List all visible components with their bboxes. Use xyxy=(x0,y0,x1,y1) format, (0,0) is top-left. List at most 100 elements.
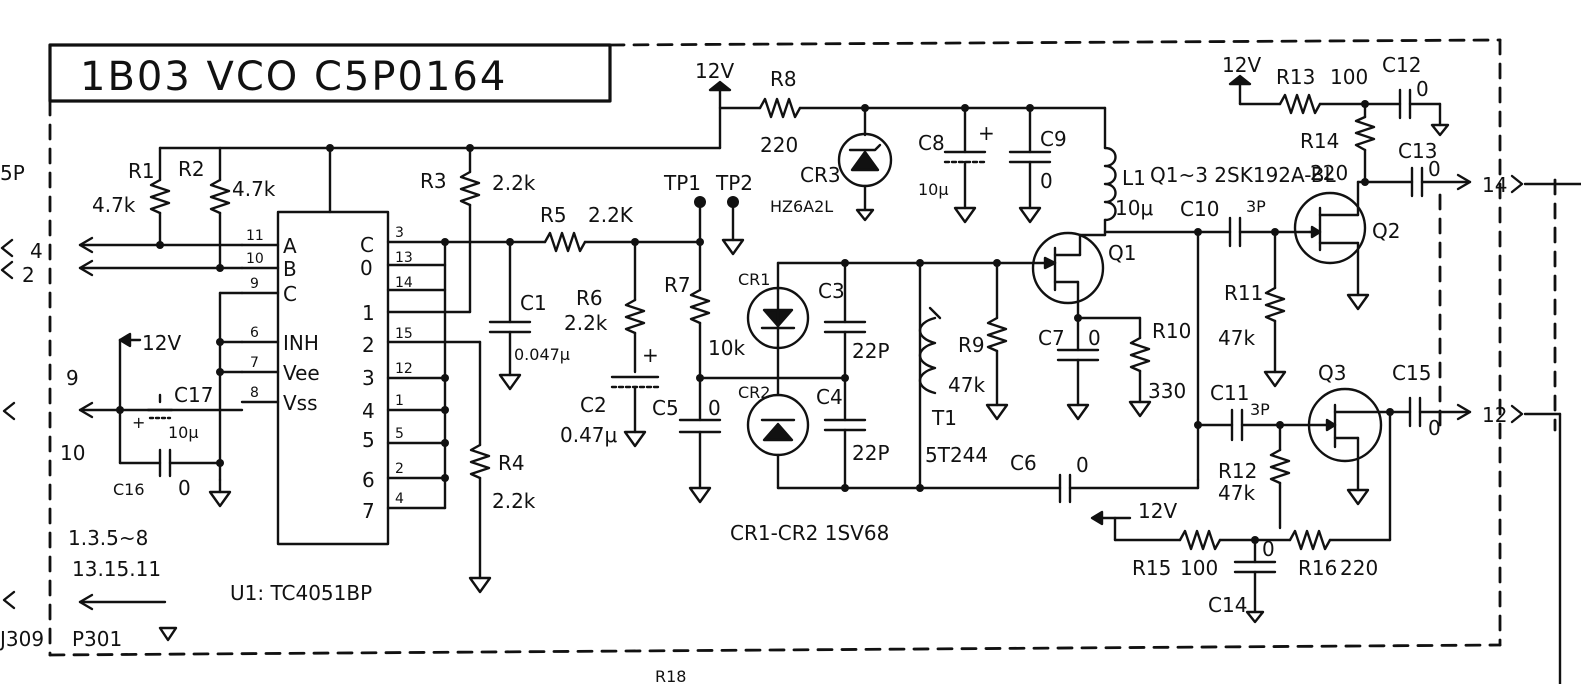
components-q1-ref-label: Q1 xyxy=(1108,241,1136,265)
components-r10-ref-label: R10 xyxy=(1152,319,1191,343)
components-c2-value-label: 0.47μ xyxy=(560,423,618,447)
components-c9-ref-label: C9 xyxy=(1040,127,1067,151)
connector-right_pins-1-label: 12 xyxy=(1482,403,1507,427)
connector-pin_list_2-label: 13.15.11 xyxy=(72,557,161,581)
supply-filter: 12V R8 220 CR3 HZ6A2L C8 + 10μ C9 xyxy=(695,59,1153,237)
components-c13-value-label: 0 xyxy=(1428,157,1441,181)
u1-label: U1: TC4051BP xyxy=(230,581,372,605)
components-c12-value-label: 0 xyxy=(1416,77,1429,101)
ic-right_pins-3-name-label: 2 xyxy=(362,333,375,357)
ic-right_pins-4-num-label: 12 xyxy=(395,361,413,377)
varactor-tank: CR1 CR2 C3 22P C4 22P CR1-CR2 1SV68 xyxy=(730,259,1062,545)
ic-right_pins-0-num-label: 3 xyxy=(395,225,404,241)
ic-left_pins-0-name-label: A xyxy=(283,234,297,258)
components-c14-value-label: 0 xyxy=(1262,537,1275,561)
module-boundary xyxy=(48,38,1557,657)
ic-left_pins-5-num-label: 8 xyxy=(250,385,259,401)
components-c13-ref-label: C13 xyxy=(1398,139,1437,163)
components-r2-value-label: 4.7k xyxy=(232,177,276,201)
components-r6-ref-label: R6 xyxy=(576,286,603,310)
components-cr3-ref-label: CR3 xyxy=(800,163,841,187)
connector-left_pins-2-label: 9 xyxy=(66,366,79,390)
components-l1-value-label: 10μ xyxy=(1115,196,1153,220)
components-r12-value-label: 47k xyxy=(1218,481,1255,505)
ic-left_pins-4-name-label: Vee xyxy=(283,361,320,385)
components-c6-ref-label: C6 xyxy=(1010,451,1037,475)
components-r1-ref-label: R1 xyxy=(128,159,155,183)
components-r4-ref-label: R4 xyxy=(498,451,525,475)
connector-ref-label: P301 xyxy=(72,627,122,651)
ic-right_pins-6-num-label: 5 xyxy=(395,426,404,442)
ic-right_pins-8-name-label: 7 xyxy=(362,499,375,523)
ic-right_pins-5-name-label: 4 xyxy=(362,399,375,423)
components-t1-ref-label: T1 xyxy=(931,406,957,430)
components-t1-value-label: 5T244 xyxy=(925,443,988,467)
components-r14-value-label: 220 xyxy=(1310,161,1348,185)
components-r13-ref-label: R13 xyxy=(1276,65,1315,89)
components-r11-ref-label: R11 xyxy=(1224,281,1263,305)
notes-plus-label: + xyxy=(978,121,995,145)
components-c17-ref-label: C17 xyxy=(174,383,213,407)
ic-left_pins-3-num-label: 6 xyxy=(250,325,259,341)
components-c8-ref-label: C8 xyxy=(918,131,945,155)
components-r8-ref-label: R8 xyxy=(770,67,797,91)
components-c4-value-label: 22P xyxy=(852,441,890,465)
components-c15-ref-label: C15 xyxy=(1392,361,1431,385)
buffer-supply: 12V R13 100 C12 0 xyxy=(1222,53,1450,137)
components-c3-ref-label: C3 xyxy=(818,279,845,303)
buffer-coupling: C10 3P R11 47k C11 3P R12 47k xyxy=(1103,197,1332,530)
components-c7-ref-label: C7 xyxy=(1038,326,1065,350)
ic-right_pins-2-num-label: 14 xyxy=(395,275,413,291)
connector-left_pins-1-label: 2 xyxy=(22,263,35,287)
notes-tp1-label: TP1 xyxy=(663,171,701,195)
components-c11-ref-label: C11 xyxy=(1210,381,1249,405)
supply-12v-right: 12V xyxy=(1222,53,1261,77)
components-r8-value-label: 220 xyxy=(760,133,798,157)
title-box xyxy=(48,43,612,103)
notes-varactors-label: CR1-CR2 1SV68 xyxy=(730,521,889,545)
components-c15-value-label: 0 xyxy=(1428,416,1441,440)
components-q2-ref-label: Q2 xyxy=(1372,219,1400,243)
notes-tp2-label: TP2 xyxy=(715,171,753,195)
ic-right_pins-1-num-label: 13 xyxy=(395,250,413,266)
components-c14-ref-label: C14 xyxy=(1208,593,1247,617)
tp-r7-c5: TP1 TP2 R7 10k C5 0 xyxy=(652,171,847,504)
ic-right_pins-4-name-label: 3 xyxy=(362,366,375,390)
components-c16-value-label: 0 xyxy=(178,476,191,500)
components-r10-value-label: 330 xyxy=(1148,379,1186,403)
ic-right_pins-5-num-label: 1 xyxy=(395,393,404,409)
left-section: R1 4.7k R2 4.7k 4 2 5P 12V xyxy=(0,88,722,651)
components-r1-value-label: 4.7k xyxy=(92,193,136,217)
components-r2-ref-label: R2 xyxy=(178,157,205,181)
title: 1B03 VCO C5P0164 xyxy=(80,54,507,100)
components-r4-value-label: 2.2k xyxy=(492,489,536,513)
components-r15-ref-label: R15 xyxy=(1132,556,1171,580)
components-q3-ref-label: Q3 xyxy=(1318,361,1346,385)
components-c1-value-label: 0.047μ xyxy=(514,345,570,364)
ic-right_pins-2-name-label: 1 xyxy=(362,301,375,325)
connector-left_edge_labels-1-label: J309 xyxy=(0,627,44,651)
components-cr2-ref-label: CR2 xyxy=(738,383,770,402)
notes-plus-label: + xyxy=(132,413,145,432)
components-c11-value-label: 3P xyxy=(1250,400,1270,419)
ic-left_pins-0-num-label: 11 xyxy=(246,228,264,244)
components-cr1-ref-label: CR1 xyxy=(738,270,770,289)
components-c4-ref-label: C4 xyxy=(816,385,843,409)
components-r5-value-label: 2.2K xyxy=(588,203,634,227)
connector-left_pins-0-label: 4 xyxy=(30,239,43,263)
supply-12v-bottom: 12V xyxy=(1138,499,1177,523)
components-c3-value-label: 22P xyxy=(852,339,890,363)
components-r15-value-label: 100 xyxy=(1180,556,1218,580)
components-r7-value-label: 10k xyxy=(708,336,745,360)
components-c16-ref-label: C16 xyxy=(113,480,145,499)
ic-right_pins-0-name-label: C xyxy=(360,233,374,257)
ic-left_pins-1-num-label: 10 xyxy=(246,251,264,267)
components-c10-ref-label: C10 xyxy=(1180,197,1219,221)
components-r9-value-label: 47k xyxy=(948,373,985,397)
ic-left_pins-3-name-label: INH xyxy=(283,331,319,355)
components-cr3-value-label: HZ6A2L xyxy=(770,197,833,216)
components-r16-ref-label: R16 xyxy=(1298,556,1337,580)
ic-left_pins-2-num-label: 9 xyxy=(250,276,259,292)
ic-right_pins-6-name-label: 5 xyxy=(362,428,375,452)
ic-right_pins-7-name-label: 6 xyxy=(362,468,375,492)
